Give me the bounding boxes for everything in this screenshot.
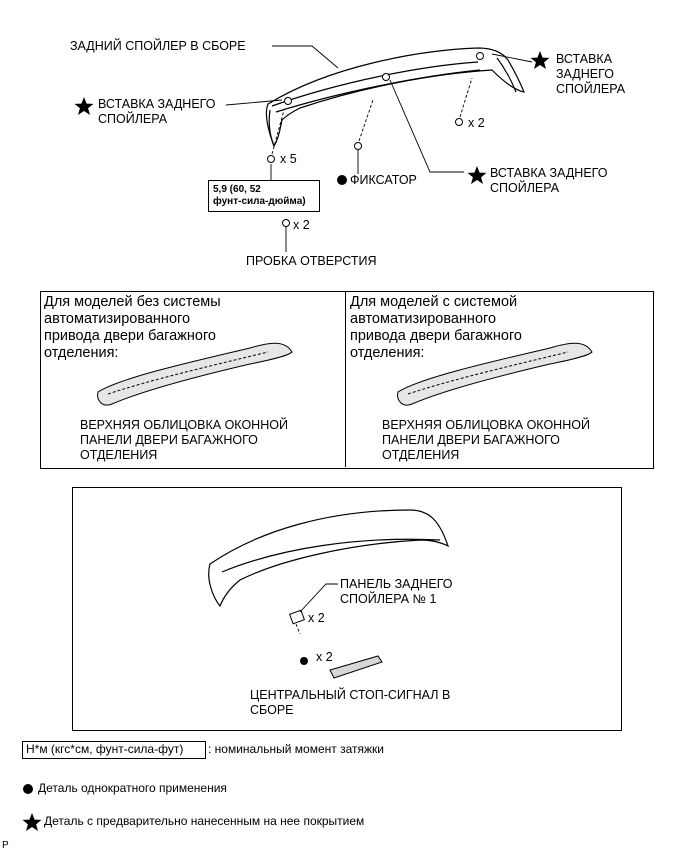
light-clip-icon xyxy=(300,657,308,665)
single-use-dot-icon xyxy=(337,175,347,185)
insert-left-label: ВСТАВКА ЗАДНЕГО СПОЙЛЕРА xyxy=(98,97,216,126)
precoated-legend: Деталь с предварительно нанесенным на не… xyxy=(44,814,365,828)
retainer-label: ФИКСАТОР xyxy=(350,173,417,187)
installation-lines xyxy=(271,77,473,155)
variants-divider xyxy=(345,291,346,467)
clip-icons-top xyxy=(267,52,484,227)
rear-spoiler-assembly-drawing xyxy=(265,47,525,148)
torque-value: 5,9 (60, 52 фунт-сила-дюйма) xyxy=(213,184,306,207)
star-icon xyxy=(530,51,550,69)
torque-box: 5,9 (60, 52 фунт-сила-дюйма) xyxy=(208,180,320,212)
qty-panel-label: x 2 xyxy=(308,611,325,625)
unit-legend-desc: : номинальный момент затяжки xyxy=(208,742,384,756)
model-variants-box xyxy=(40,291,654,469)
right-variant-caption: ВЕРХНЯЯ ОБЛИЦОВКА ОКОННОЙ ПАНЕЛИ ДВЕРИ Б… xyxy=(382,418,590,462)
qty-left-label: x 5 xyxy=(280,152,297,166)
page-marker: P xyxy=(2,840,9,851)
qty-right-label: x 2 xyxy=(468,116,485,130)
alternate-spoiler-box xyxy=(72,487,622,731)
hole-plug-label: ПРОБКА ОТВЕРСТИЯ xyxy=(246,254,377,268)
stop-light-drawing xyxy=(329,655,383,679)
insert-center-label: ВСТАВКА ЗАДНЕГО СПОЙЛЕРА xyxy=(490,166,608,195)
upper-trim-drawing-left xyxy=(97,342,293,406)
bottom-leader-lines xyxy=(295,583,338,635)
panel-label: ПАНЕЛЬ ЗАДНЕГО СПОЙЛЕРА № 1 xyxy=(340,577,453,606)
qty-hole-label: x 2 xyxy=(293,218,310,232)
legend-dot-icon xyxy=(23,784,33,794)
legend-star-icon xyxy=(22,813,42,831)
unit-legend-box: Н*м (кгс*см, фунт-сила-фут) xyxy=(22,741,206,759)
insert-right-label: ВСТАВКА ЗАДНЕГО СПОЙЛЕРА xyxy=(556,52,626,96)
left-variant-caption: ВЕРХНЯЯ ОБЛИЦОВКА ОКОННОЙ ПАНЕЛИ ДВЕРИ Б… xyxy=(80,418,288,462)
unit-legend-text: Н*м (кгс*см, фунт-сила-фут) xyxy=(26,742,184,756)
leader-lines xyxy=(225,45,533,252)
star-icon xyxy=(74,97,94,115)
panel-clip-icon xyxy=(289,609,305,625)
right-variant-heading: Для моделей с системой автоматизированно… xyxy=(350,294,522,361)
spoiler-bottom-drawing xyxy=(208,509,450,608)
stop-light-label: ЦЕНТРАЛЬНЫЙ СТОП-СИГНАЛ В СБОРЕ xyxy=(250,688,451,717)
spoiler-assembly-label: ЗАДНИЙ СПОЙЛЕР В СБОРЕ xyxy=(70,39,246,53)
upper-trim-drawing-right xyxy=(397,342,593,406)
left-variant-heading: Для моделей без системы автоматизированн… xyxy=(44,294,221,361)
qty-light-label: x 2 xyxy=(316,650,333,664)
star-icon xyxy=(467,166,487,184)
single-use-legend: Деталь однократного применения xyxy=(38,781,227,795)
